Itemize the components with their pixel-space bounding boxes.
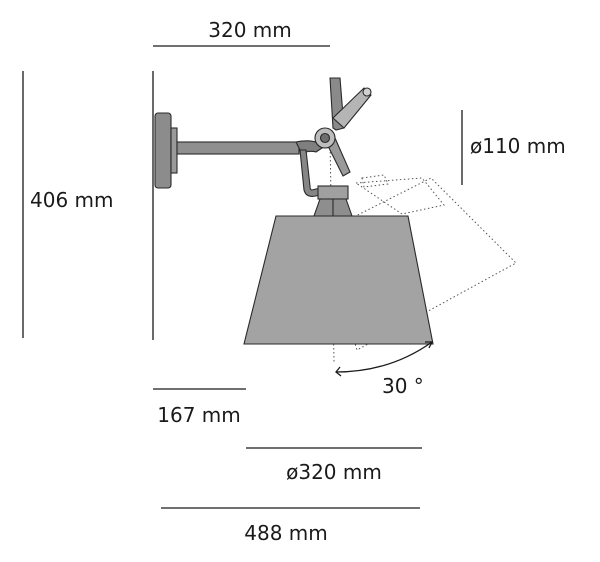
angle-arrow-right: [425, 341, 434, 349]
dim-label-angle: 30 °: [382, 374, 424, 398]
rotated-neck-outline: [354, 177, 445, 215]
horizontal-arm: [176, 141, 300, 155]
dim-label-head-diameter: ø110 mm: [470, 134, 566, 158]
dim-label-top-width: 320 mm: [208, 18, 292, 42]
wall-plate: [154, 112, 172, 189]
dim-label-total-depth: 488 mm: [244, 521, 328, 545]
dim-label-height: 406 mm: [30, 188, 114, 212]
lampshade: [243, 215, 434, 345]
lever-knob: [362, 87, 372, 97]
rotated-cap-outline: [361, 174, 389, 188]
wall-plate-collar: [170, 127, 178, 174]
angle-arrow-left: [335, 366, 342, 377]
pivot-center: [319, 132, 331, 144]
head-cap: [317, 185, 349, 200]
dim-label-wall-offset: 167 mm: [157, 403, 241, 427]
angle-arc: [335, 341, 433, 373]
tilt-lever: [332, 87, 372, 129]
dim-label-shade-diameter: ø320 mm: [286, 460, 382, 484]
